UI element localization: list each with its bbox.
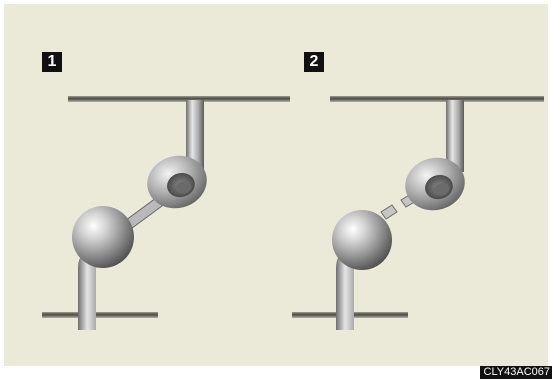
socket-ring: [405, 157, 465, 211]
floor-surface: [42, 312, 158, 318]
upper-rod: [186, 100, 204, 170]
figure-code: CLY43AC067: [479, 366, 552, 379]
ball-stud: [332, 210, 392, 270]
ceiling-surface: [68, 96, 290, 102]
step-2-illustration: [292, 96, 544, 330]
lower-rod: [78, 248, 104, 330]
step-1-illustration: [42, 96, 290, 330]
ceiling-surface: [330, 96, 544, 102]
ball-stud: [72, 206, 134, 268]
step-1-badge: 1: [42, 52, 62, 72]
socket-ring: [147, 155, 207, 209]
stud-tip: [380, 204, 398, 220]
lower-rod: [336, 248, 362, 330]
upper-rod: [446, 100, 464, 172]
step-2-badge: 2: [304, 52, 324, 72]
